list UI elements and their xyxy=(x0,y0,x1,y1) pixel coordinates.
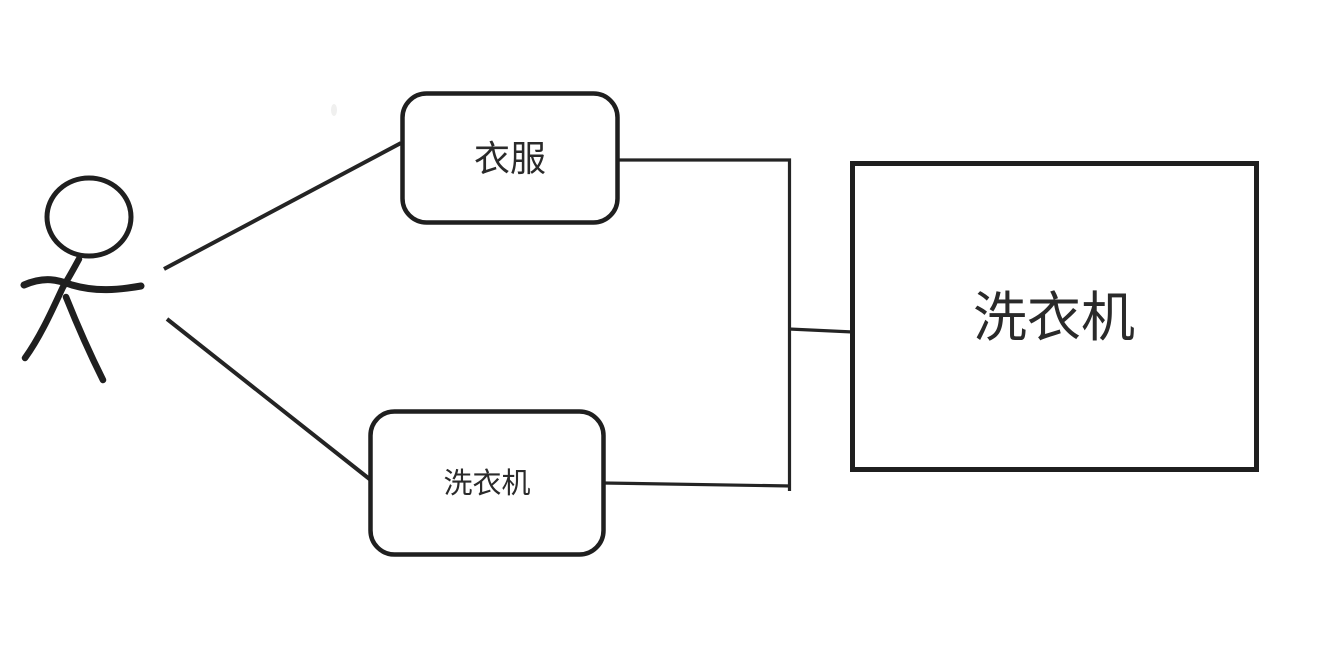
clothes-node-box xyxy=(400,91,620,225)
person-body-left-leg xyxy=(21,255,83,362)
stray-mark xyxy=(331,104,337,116)
edge-person-to-washer-item xyxy=(165,317,374,483)
edge-person-to-clothes xyxy=(163,141,402,271)
person-right-leg xyxy=(62,293,107,384)
washing-machine-node-box xyxy=(850,161,1259,472)
person-arms xyxy=(20,276,145,294)
clothes-node[interactable]: 衣服 xyxy=(400,91,620,225)
washer-item-node-label: 洗衣机 xyxy=(443,467,530,500)
clothes-node-label: 衣服 xyxy=(474,138,546,179)
person-head xyxy=(44,175,134,259)
washing-machine-node[interactable]: 洗衣机 xyxy=(850,161,1259,472)
washer-item-node-box xyxy=(368,409,606,557)
edge-junction-to-machine xyxy=(788,327,854,334)
washing-machine-node-label: 洗衣机 xyxy=(973,288,1135,348)
washer-item-node[interactable]: 洗衣机 xyxy=(368,409,606,557)
person-figure[interactable] xyxy=(20,175,145,384)
edge-clothes-to-junction xyxy=(617,158,792,491)
edge-washer-item-to-junction xyxy=(602,481,792,488)
